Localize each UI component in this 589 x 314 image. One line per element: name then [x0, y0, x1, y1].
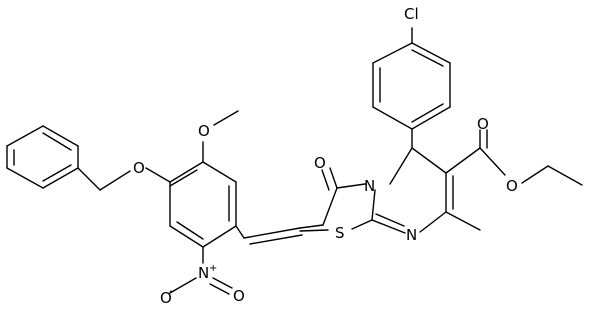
- atom-label-o-nitro-double: O: [233, 287, 245, 305]
- ethyl-ester: [445, 129, 583, 186]
- exocyclic-double-bond: [243, 227, 301, 239]
- atom-label-n-nitro: N: [198, 264, 209, 282]
- atom-charge-o-nitro: -: [169, 286, 173, 297]
- ketone-bond-double: [321, 169, 330, 191]
- atom-label-o-nitro-single: O: [160, 289, 172, 307]
- atom-label-o-methoxy: O: [198, 122, 210, 140]
- n-o-double-bond: [212, 277, 233, 289]
- atom-label-cl: Cl: [404, 5, 419, 23]
- benzyl-phenyl-ring: [6, 125, 79, 189]
- n-o-single-bond: [169, 277, 197, 294]
- thiazolidinone-ring: [299, 183, 373, 232]
- ch2-ph-bond: [77, 167, 101, 191]
- aryl-o-bond: [145, 167, 171, 183]
- atom-label-o-benzyloxy: O: [133, 159, 145, 177]
- exocyclic-double-bond-inner: [249, 234, 303, 245]
- atom-label-o-ketone: O: [314, 154, 326, 172]
- nitro-methoxy-aryl-ring: [169, 161, 237, 248]
- methoxy-methyl-bond: [213, 110, 239, 126]
- atom-label-n-imine: N: [406, 226, 417, 244]
- atom-label-s: S: [335, 224, 345, 242]
- ketone-bond: [329, 167, 338, 189]
- chlorophenyl-ring: [372, 42, 451, 130]
- atom-label-n-ring: N: [364, 177, 375, 195]
- o-ch2-bond: [99, 170, 131, 191]
- n-o-double-bond-inner: [209, 283, 230, 295]
- pyrimidine-ring: [371, 147, 454, 234]
- atom-label-o-ester-carbonyl: O: [477, 115, 489, 133]
- atom-label-o-ester: O: [506, 177, 518, 195]
- methyl-bond: [445, 211, 481, 231]
- vinyl-aryl-bond: [235, 225, 245, 239]
- atom-charge-n-nitro: +: [209, 263, 217, 274]
